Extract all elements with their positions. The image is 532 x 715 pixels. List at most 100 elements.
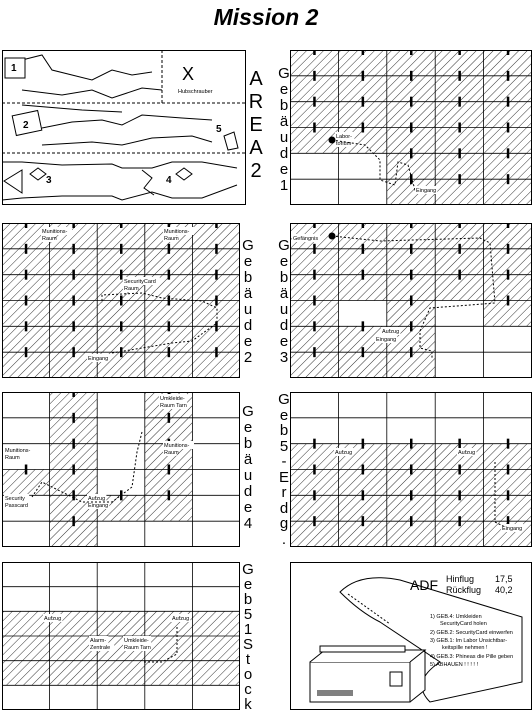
rueckflug-value: 40,2 [495, 585, 513, 595]
door-mark [215, 295, 218, 306]
g4-change: Umkleide- [160, 396, 185, 402]
area-mark-2: 2 [23, 120, 29, 131]
g4-pass2-bg [4, 501, 30, 509]
g4-change2-bg [159, 401, 188, 409]
g5s-lift1: Aufzug [44, 616, 61, 622]
mun-left-bg [41, 227, 72, 235]
area-map: 1 2 3 4 5 X Hubschrauber [1, 50, 246, 205]
g5s-change-bg [123, 636, 152, 644]
g4-mun3: Munitions- [164, 443, 190, 449]
door-mark [72, 243, 75, 254]
g5e-lift1: Aufzug [335, 450, 352, 456]
door-mark [215, 321, 218, 332]
page-title: Mission 2 [213, 4, 319, 30]
door-mark [361, 516, 365, 527]
door-mark [361, 96, 365, 107]
g4-mun2: Raum [5, 455, 20, 461]
door-mark [313, 321, 316, 332]
door-mark [24, 269, 28, 280]
door-mark [120, 269, 123, 280]
g5e-lift1-bg [334, 448, 354, 456]
door-mark [313, 516, 316, 527]
lab-label: Labor- [336, 134, 352, 140]
g5e-entrance-label-bg [501, 524, 524, 532]
door-mark [72, 347, 75, 358]
rueckflug-label: Rückflug [446, 585, 481, 595]
door-mark [506, 122, 510, 133]
door-mark [313, 70, 316, 81]
area-map-svg: 1 2 3 4 5 X Hubschrauber [1, 50, 246, 205]
hatched-cell [144, 636, 193, 661]
door-mark [167, 490, 171, 501]
hatched-cell [144, 660, 193, 686]
area-mark-3: 3 [46, 175, 52, 186]
door-mark [72, 269, 75, 280]
door-mark [120, 295, 123, 306]
door-mark [313, 347, 316, 358]
hatched-cell [2, 660, 50, 686]
area-mark-1: 1 [11, 63, 17, 74]
g5s-change2-bg [123, 643, 152, 651]
door-mark [410, 269, 413, 280]
adf-label: ADF [410, 577, 438, 593]
door-mark [313, 269, 316, 280]
mun-right2-bg [163, 234, 177, 242]
hatched-cell [2, 636, 50, 661]
g5s-alarm2: Zentrale [90, 645, 110, 651]
door-mark [458, 464, 461, 475]
step-4: 4) GEB.3: Phineas die Pille geben [430, 654, 513, 660]
door-mark [410, 174, 413, 185]
g4-pass2: Passcard [5, 503, 28, 509]
route-path [101, 292, 218, 354]
helicopter-x: X [182, 64, 194, 84]
hatched-cell [192, 636, 240, 661]
door-mark [72, 412, 75, 423]
door-mark [410, 438, 413, 449]
door-mark [361, 70, 365, 81]
step-5: 5) ABHAUEN ! ! ! ! ! [430, 662, 478, 668]
hatched-cell [192, 660, 240, 686]
door-mark [215, 347, 218, 358]
door-mark [506, 70, 510, 81]
door-mark [72, 516, 75, 527]
door-mark [24, 464, 28, 475]
lab-label2-bg [335, 139, 355, 147]
door-mark [313, 243, 316, 254]
door-mark [24, 347, 28, 358]
prison-label: Gefängnis [293, 236, 318, 242]
g4-change-bg [159, 394, 188, 402]
door-mark [72, 490, 75, 501]
door-mark [361, 122, 365, 133]
door-mark [313, 122, 316, 133]
g3-entrance-label: Eingang [376, 337, 396, 343]
door-mark [120, 243, 123, 254]
door-mark [167, 295, 171, 306]
door-mark [361, 269, 365, 280]
prison-label-bg [292, 234, 321, 242]
door-mark [361, 490, 365, 501]
mun-left2: Raum [42, 236, 57, 242]
g4-mun4: Raum [164, 450, 179, 456]
g5s-alarm-bg [89, 636, 109, 644]
door-mark [458, 438, 461, 449]
door-mark [24, 321, 28, 332]
door-mark [167, 269, 171, 280]
g4-mun: Munitions- [5, 448, 31, 454]
area-mark-5: 5 [216, 124, 222, 135]
door-mark [506, 438, 510, 449]
g3-lift: Aufzug [382, 329, 399, 335]
door-mark [167, 321, 171, 332]
g4-entrance-label-bg [87, 501, 110, 509]
g5e-lift2: Aufzug [458, 450, 475, 456]
printout-svg: ADF Hinflug 17,5 Rückflug 40,2 1) GEB.4:… [290, 562, 532, 710]
door-mark [215, 243, 218, 254]
